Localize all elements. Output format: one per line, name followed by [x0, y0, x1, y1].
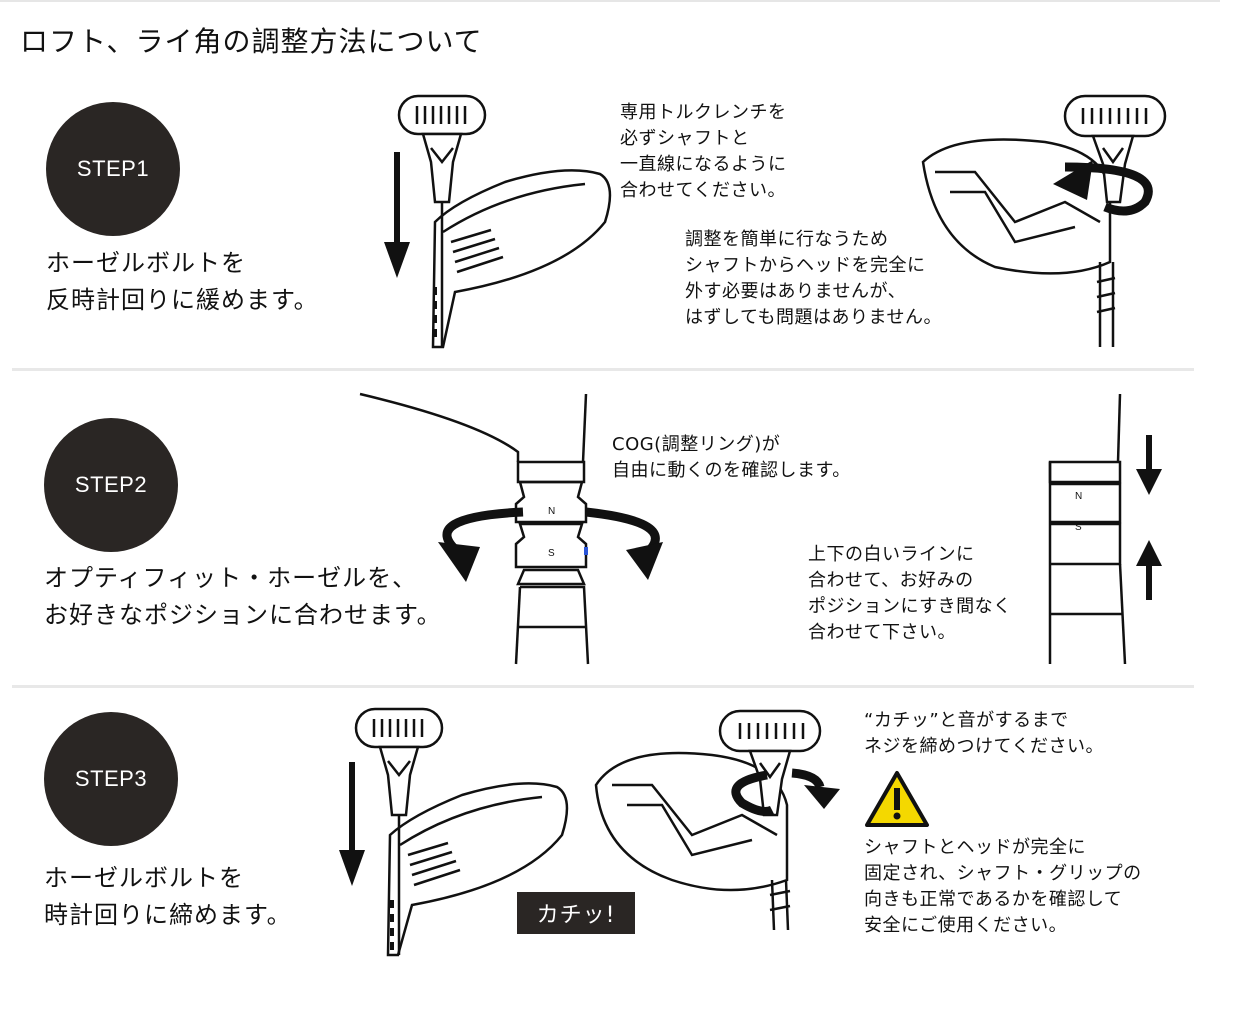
arrow-up-icon	[1136, 540, 1162, 600]
ring-mark-s: S	[548, 548, 555, 559]
ring-mark-n: N	[548, 506, 555, 517]
step3-badge: STEP3	[44, 712, 178, 846]
step1-note-wrench: 専用トルクレンチを 必ずシャフトと 一直線になるように 合わせてください。	[620, 102, 787, 201]
step3-note-click: “カチッ”と音がするまで ネジを締めつけてください。	[864, 710, 1104, 757]
hosel-aligned-illustration: N S	[1048, 393, 1127, 665]
step2-note-align: 上下の白いラインに 合わせて、お好みの ポジションにすき間なく 合わせて下さい。	[808, 544, 1012, 643]
club-head-tightening-illustration	[594, 709, 840, 931]
step1-badge: STEP1	[46, 102, 180, 236]
step2-badge: STEP2	[44, 418, 178, 552]
top-border	[0, 0, 1220, 2]
arrow-down-icon	[339, 762, 365, 886]
page-title: ロフト、ライ角の調整方法について	[20, 25, 483, 58]
step2-instruction: オプティフィット・ホーゼルを、 お好きなポジションに合わせます。	[44, 564, 442, 629]
step2-note-ring: COG(調整リング)が 自由に動くのを確認します。	[612, 434, 851, 481]
ring-mark-n-right: N	[1075, 491, 1082, 502]
section-divider	[12, 685, 1194, 688]
step3-instruction: ホーゼルボルトを 時計回りに締めます。	[44, 864, 292, 929]
warning-triangle-icon	[865, 771, 929, 827]
arrow-down-icon	[1136, 435, 1162, 495]
section-divider	[12, 368, 1194, 371]
torque-wrench-club-illustration	[354, 707, 569, 957]
step3-note-safety: シャフトとヘッドが完全に 固定され、シャフト・グリップの 向きも正常であるかを確…	[864, 837, 1142, 936]
ring-mark-s-right: S	[1075, 522, 1082, 533]
torque-wrench-club-illustration	[397, 94, 612, 349]
hosel-ring-illustration: N S	[359, 392, 663, 665]
step1-note-removal: 調整を簡単に行なうため シャフトからヘッドを完全に 外す必要はありませんが、 は…	[685, 229, 943, 328]
arrow-down-icon	[384, 152, 410, 278]
step1-instruction: ホーゼルボルトを 反時計回りに緩めます。	[46, 249, 319, 314]
click-sound-callout: カチッ!	[517, 892, 635, 934]
club-head-loosening-illustration	[921, 94, 1167, 347]
